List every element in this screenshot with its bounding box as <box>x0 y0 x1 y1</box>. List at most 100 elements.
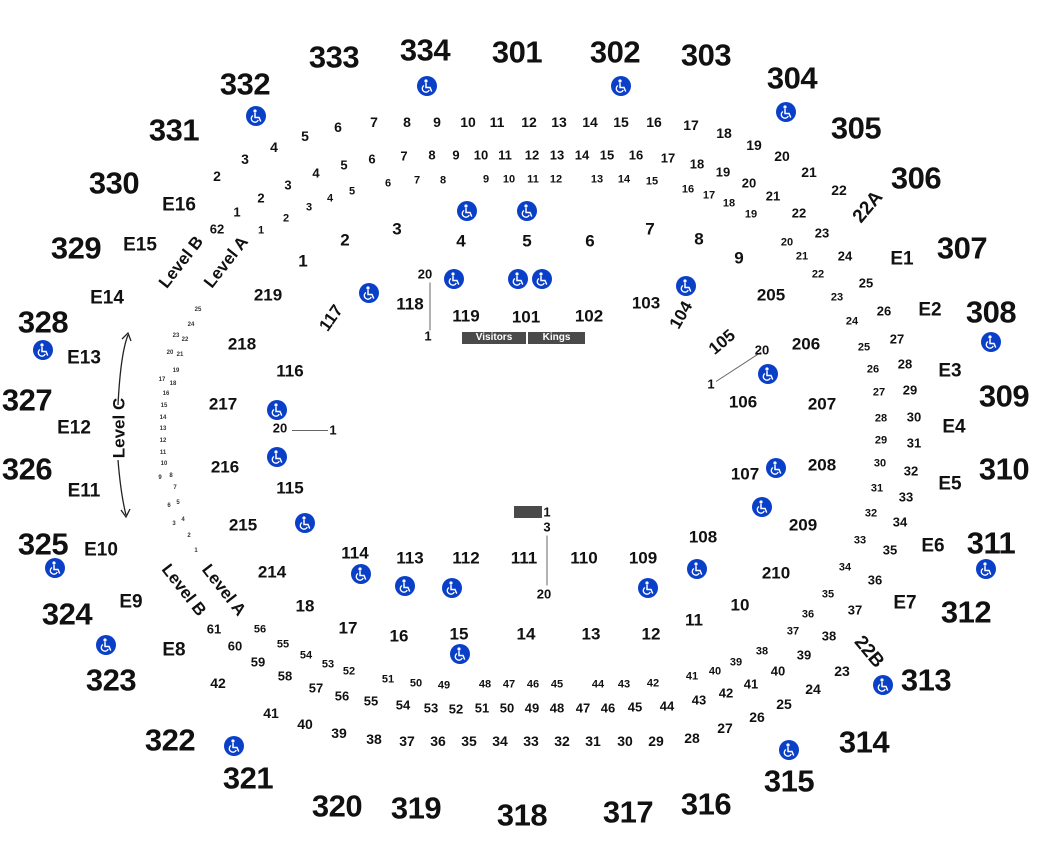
section-312[interactable]: 312 <box>940 594 992 630</box>
loge-section-9[interactable]: 9 <box>734 248 744 268</box>
section-101[interactable]: 101 <box>511 307 541 327</box>
home-bench[interactable]: Kings <box>528 332 585 344</box>
loge-section-5[interactable]: 5 <box>522 231 532 251</box>
section-328[interactable]: 328 <box>17 304 69 340</box>
section-214[interactable]: 214 <box>257 562 287 582</box>
wheelchair-accessible-icon[interactable] <box>981 332 1001 352</box>
section-207[interactable]: 207 <box>807 394 837 414</box>
section-113[interactable]: 113 <box>396 548 424 568</box>
section-210[interactable]: 210 <box>761 563 791 583</box>
section-333[interactable]: 333 <box>308 39 360 75</box>
section-307[interactable]: 307 <box>936 230 988 266</box>
wheelchair-accessible-icon[interactable] <box>611 76 631 96</box>
section-107[interactable]: 107 <box>730 464 760 484</box>
section-216[interactable]: 216 <box>210 457 240 477</box>
section-306[interactable]: 306 <box>890 160 942 196</box>
wheelchair-accessible-icon[interactable] <box>687 559 707 579</box>
wheelchair-accessible-icon[interactable] <box>442 578 462 598</box>
wheelchair-accessible-icon[interactable] <box>766 458 786 478</box>
section-321[interactable]: 321 <box>222 760 274 796</box>
section-301[interactable]: 301 <box>491 34 543 70</box>
loge-section-10[interactable]: 10 <box>730 595 750 615</box>
section-110[interactable]: 110 <box>570 548 598 568</box>
section-329[interactable]: 329 <box>50 230 102 266</box>
wheelchair-accessible-icon[interactable] <box>873 675 893 695</box>
section-109[interactable]: 109 <box>628 548 658 568</box>
loge-section-14[interactable]: 14 <box>516 624 536 644</box>
loge-section-12[interactable]: 12 <box>641 624 661 644</box>
loge-section-4[interactable]: 4 <box>456 231 466 251</box>
wheelchair-accessible-icon[interactable] <box>758 364 778 384</box>
wheelchair-accessible-icon[interactable] <box>450 644 470 664</box>
section-316[interactable]: 316 <box>680 786 732 822</box>
section-305[interactable]: 305 <box>830 110 882 146</box>
section-323[interactable]: 323 <box>85 662 137 698</box>
loge-section-11[interactable]: 11 <box>685 610 703 630</box>
section-114[interactable]: 114 <box>341 543 369 563</box>
wheelchair-accessible-icon[interactable] <box>417 76 437 96</box>
wheelchair-accessible-icon[interactable] <box>976 559 996 579</box>
section-308[interactable]: 308 <box>965 294 1017 330</box>
section-324[interactable]: 324 <box>41 596 93 632</box>
loge-section-2[interactable]: 2 <box>340 230 350 250</box>
section-330[interactable]: 330 <box>88 165 140 201</box>
wheelchair-accessible-icon[interactable] <box>676 276 696 296</box>
section-116[interactable]: 116 <box>276 361 304 381</box>
section-218[interactable]: 218 <box>227 334 257 354</box>
loge-section-3[interactable]: 3 <box>392 219 402 239</box>
section-105[interactable]: 105 <box>705 325 739 359</box>
section-104[interactable]: 104 <box>665 297 697 333</box>
section-206[interactable]: 206 <box>791 334 821 354</box>
wheelchair-accessible-icon[interactable] <box>33 340 53 360</box>
section-311[interactable]: 311 <box>966 525 1016 561</box>
section-317[interactable]: 317 <box>602 794 654 830</box>
section-112[interactable]: 112 <box>452 548 480 568</box>
loge-section-8[interactable]: 8 <box>694 229 704 249</box>
section-314[interactable]: 314 <box>838 724 890 760</box>
wheelchair-accessible-icon[interactable] <box>295 513 315 533</box>
loge-section-18[interactable]: 18 <box>295 596 315 616</box>
section-119[interactable]: 119 <box>452 306 480 326</box>
wheelchair-accessible-icon[interactable] <box>359 283 379 303</box>
wheelchair-accessible-icon[interactable] <box>638 578 658 598</box>
wheelchair-accessible-icon[interactable] <box>776 102 796 122</box>
loge-section-17[interactable]: 17 <box>338 618 358 638</box>
visitors-bench[interactable]: Visitors <box>462 332 526 344</box>
section-115[interactable]: 115 <box>276 478 304 498</box>
section-325[interactable]: 325 <box>17 526 69 562</box>
wheelchair-accessible-icon[interactable] <box>267 447 287 467</box>
wheelchair-accessible-icon[interactable] <box>508 269 528 289</box>
section-208[interactable]: 208 <box>807 455 837 475</box>
section-209[interactable]: 209 <box>788 515 818 535</box>
section-326[interactable]: 326 <box>1 451 53 487</box>
loge-section-15[interactable]: 15 <box>449 624 469 644</box>
wheelchair-accessible-icon[interactable] <box>457 201 477 221</box>
loge-section-6[interactable]: 6 <box>585 231 595 251</box>
section-102[interactable]: 102 <box>574 306 604 326</box>
section-331[interactable]: 331 <box>148 112 200 148</box>
section-334[interactable]: 334 <box>399 32 451 68</box>
section-217[interactable]: 217 <box>208 394 238 414</box>
section-302[interactable]: 302 <box>589 34 641 70</box>
wheelchair-accessible-icon[interactable] <box>395 576 415 596</box>
section-309[interactable]: 309 <box>978 378 1030 414</box>
section-205[interactable]: 205 <box>756 285 786 305</box>
section-303[interactable]: 303 <box>680 37 732 73</box>
section-318[interactable]: 318 <box>496 797 548 833</box>
loge-section-7[interactable]: 7 <box>645 219 655 239</box>
wheelchair-accessible-icon[interactable] <box>96 635 116 655</box>
wheelchair-accessible-icon[interactable] <box>779 740 799 760</box>
section-319[interactable]: 319 <box>390 790 442 826</box>
section-117[interactable]: 117 <box>315 301 347 335</box>
wheelchair-accessible-icon[interactable] <box>752 497 772 517</box>
wheelchair-accessible-icon[interactable] <box>45 558 65 578</box>
section-106[interactable]: 106 <box>728 392 758 412</box>
section-219[interactable]: 219 <box>253 285 283 305</box>
loge-section-1[interactable]: 1 <box>298 251 308 271</box>
wheelchair-accessible-icon[interactable] <box>532 269 552 289</box>
section-327[interactable]: 327 <box>1 382 53 418</box>
section-215[interactable]: 215 <box>228 515 258 535</box>
loge-section-13[interactable]: 13 <box>581 624 601 644</box>
section-320[interactable]: 320 <box>311 788 363 824</box>
wheelchair-accessible-icon[interactable] <box>224 736 244 756</box>
